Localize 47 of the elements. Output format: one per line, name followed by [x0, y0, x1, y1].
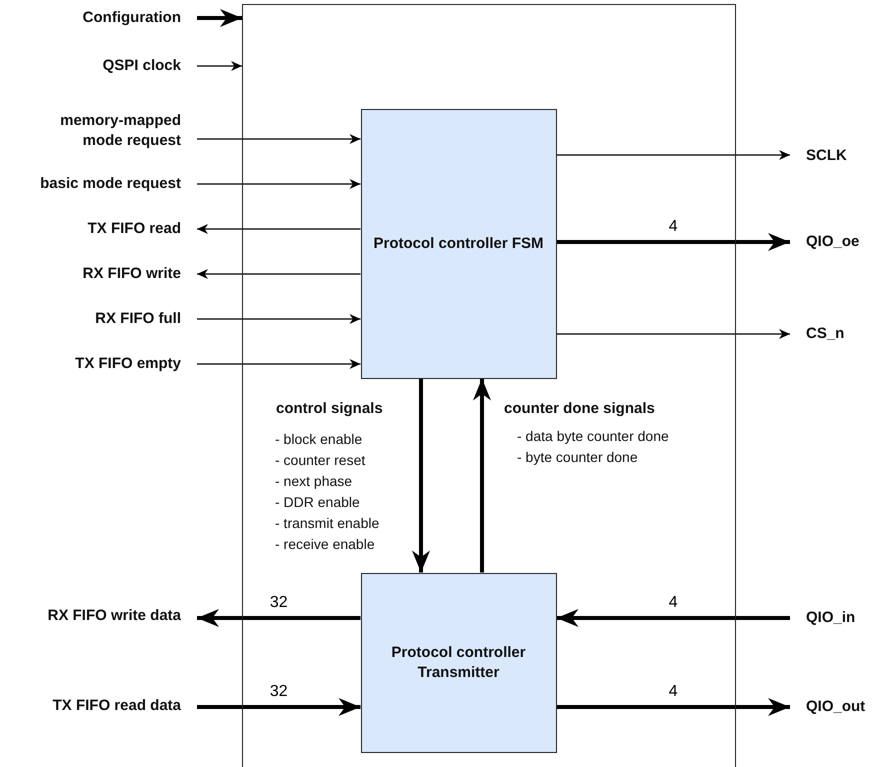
arrow — [197, 9, 242, 27]
arrow — [556, 698, 790, 716]
signal-label: TX FIFO read — [88, 219, 181, 239]
signal-list-item: - counter reset — [275, 451, 366, 469]
module-boundary — [242, 4, 736, 767]
arrow — [197, 609, 360, 627]
arrow — [197, 224, 360, 234]
signal-label: RX FIFO full — [95, 309, 181, 329]
group-heading: counter done signals — [504, 400, 655, 418]
arrow — [197, 134, 360, 144]
group-heading: control signals — [276, 400, 383, 418]
signal-label: RX FIFO write — [82, 264, 181, 284]
signal-list-item: - data byte counter done — [517, 427, 669, 445]
process-box — [360, 108, 556, 378]
arrow — [556, 609, 790, 627]
arrow — [197, 359, 360, 369]
signal-list-item: - byte counter done — [517, 448, 638, 466]
arrow — [197, 314, 360, 324]
arrow — [412, 378, 430, 572]
signal-label: memory-mapped mode request — [59, 111, 181, 151]
signal-label: CS_n — [806, 324, 844, 344]
signal-list-item: - next phase — [275, 472, 352, 490]
box-title: Protocol controller FSM — [374, 234, 544, 254]
signal-label: QIO_in — [806, 608, 856, 628]
arrow — [197, 61, 242, 71]
signal-list-item: - block enable — [275, 430, 362, 448]
signal-list-item: - transmit enable — [275, 514, 380, 532]
arrow — [473, 378, 491, 572]
arrow — [197, 179, 360, 189]
arrow — [197, 269, 360, 279]
signal-label: TX FIFO empty — [75, 354, 181, 374]
arrow — [197, 698, 360, 716]
arrow — [556, 233, 790, 251]
arrow — [556, 150, 790, 160]
signal-list-item: - receive enable — [275, 535, 375, 553]
signal-label: RX FIFO write data — [48, 606, 181, 626]
process-box — [360, 572, 556, 752]
signal-list-item: - DDR enable — [275, 493, 360, 511]
signal-label: Configuration — [82, 8, 181, 28]
signal-label: QIO_out — [806, 697, 866, 717]
box-title: Protocol controller Transmitter — [390, 642, 527, 682]
arrow — [556, 329, 790, 339]
signal-label: QIO_oe — [806, 232, 860, 252]
signal-label: basic mode request — [40, 174, 181, 194]
signal-label: SCLK — [806, 146, 847, 166]
signal-label: TX FIFO read data — [52, 696, 181, 716]
signal-label: QSPI clock — [102, 56, 181, 76]
